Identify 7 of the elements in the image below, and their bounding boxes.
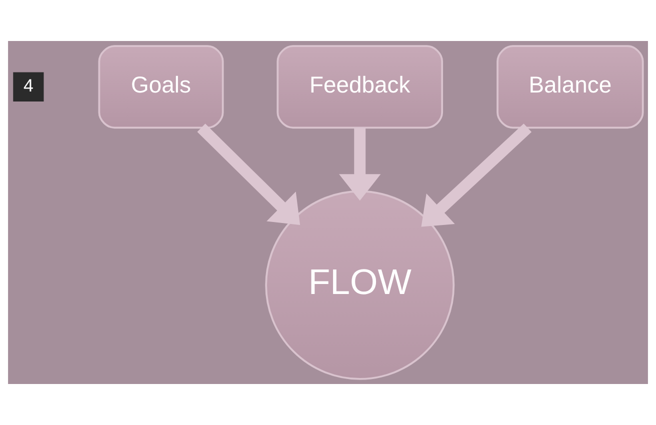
node-box: Feedback: [276, 45, 444, 129]
node-box: Balance: [496, 45, 644, 129]
arrow: [339, 128, 381, 201]
label: 4: [23, 76, 34, 96]
arrow: [197, 124, 300, 226]
arrow: [421, 124, 532, 227]
node-box: Goals: [98, 45, 224, 129]
